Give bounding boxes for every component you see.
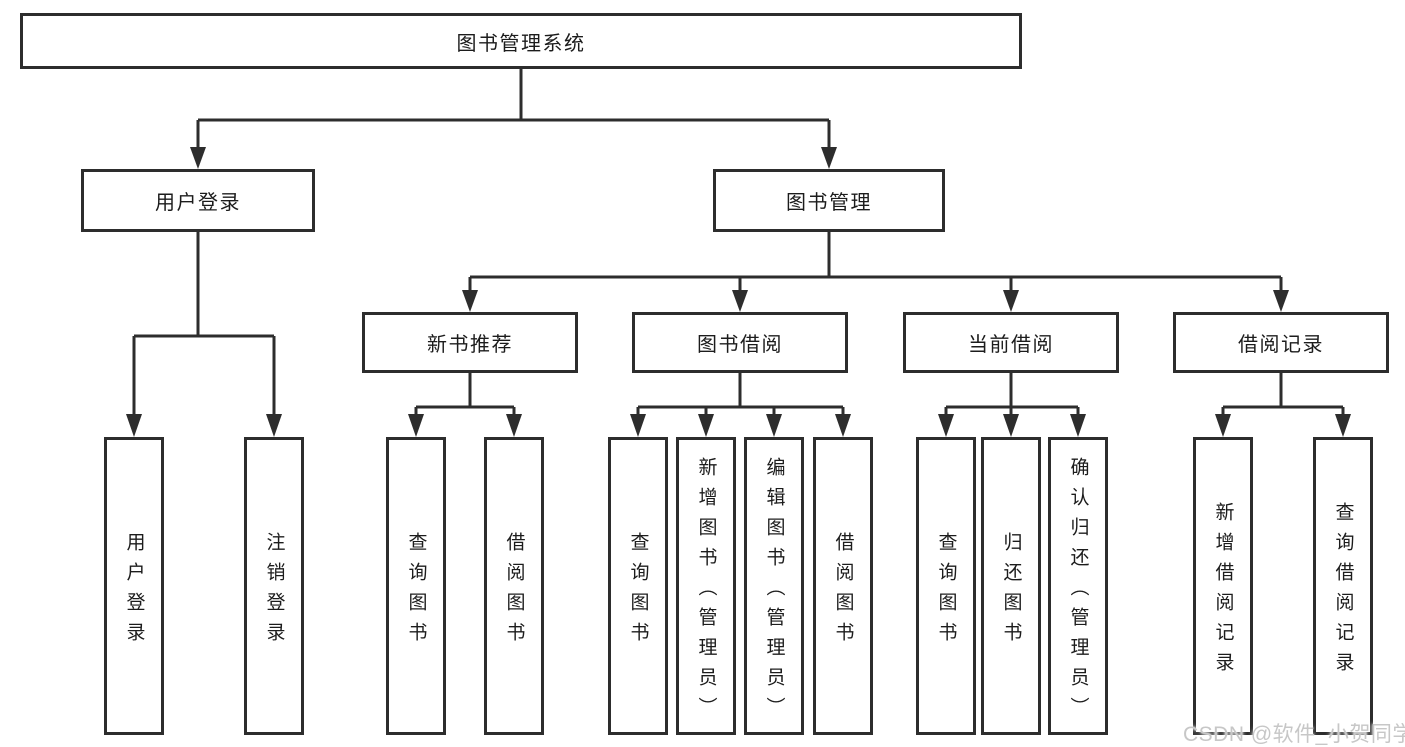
node-new-book-recommend: 新书推荐 <box>362 312 578 373</box>
leaf-user-login: 用户登录 <box>104 437 164 735</box>
leaf-query-books-borrowing: 查询图书 <box>608 437 668 735</box>
leaf-query-books-current: 查询图书 <box>916 437 976 735</box>
node-root: 图书管理系统 <box>20 13 1022 69</box>
leaf-user-login-label: 用户登录 <box>123 531 145 652</box>
node-user-login: 用户登录 <box>81 169 315 232</box>
leaf-query-books-borrowing-label: 查询图书 <box>627 531 649 652</box>
node-book-borrowing-label: 图书借阅 <box>697 334 783 356</box>
leaf-edit-book-admin-label: 编辑图书（管理员） <box>763 456 785 727</box>
leaf-add-borrow-record-label: 新增借阅记录 <box>1212 501 1234 682</box>
node-book-management-label: 图书管理 <box>786 192 872 214</box>
leaf-logout-label: 注销登录 <box>263 531 285 652</box>
connector-user-login <box>126 232 282 437</box>
leaf-query-books-current-label: 查询图书 <box>935 531 957 652</box>
connector-borrowing-records <box>1215 373 1351 437</box>
connector-current-borrowing <box>938 373 1086 437</box>
leaf-query-books-recommend: 查询图书 <box>386 437 446 735</box>
leaf-logout: 注销登录 <box>244 437 304 735</box>
node-book-borrowing: 图书借阅 <box>632 312 848 373</box>
node-current-borrowing-label: 当前借阅 <box>968 334 1054 356</box>
leaf-confirm-return-admin-label: 确认归还（管理员） <box>1067 456 1089 727</box>
leaf-edit-book-admin: 编辑图书（管理员） <box>744 437 804 735</box>
leaf-borrow-books-borrowing: 借阅图书 <box>813 437 873 735</box>
connector-book-borrowing <box>630 373 851 437</box>
leaf-confirm-return-admin: 确认归还（管理员） <box>1048 437 1108 735</box>
leaf-borrow-books-recommend-label: 借阅图书 <box>503 531 525 652</box>
leaf-add-book-admin: 新增图书（管理员） <box>676 437 736 735</box>
leaf-borrow-books-recommend: 借阅图书 <box>484 437 544 735</box>
node-current-borrowing: 当前借阅 <box>903 312 1119 373</box>
connector-new-book-recommend <box>408 373 522 437</box>
leaf-add-book-admin-label: 新增图书（管理员） <box>695 456 717 727</box>
leaf-query-borrow-record: 查询借阅记录 <box>1313 437 1373 735</box>
watermark: CSDN @软件_小贺同学 <box>1183 723 1405 746</box>
node-new-book-recommend-label: 新书推荐 <box>427 334 513 356</box>
leaf-query-books-recommend-label: 查询图书 <box>405 531 427 652</box>
connector-book-management <box>462 232 1289 312</box>
leaf-return-book-label: 归还图书 <box>1000 531 1022 652</box>
node-borrowing-records-label: 借阅记录 <box>1238 334 1324 356</box>
leaf-return-book: 归还图书 <box>981 437 1041 735</box>
node-borrowing-records: 借阅记录 <box>1173 312 1389 373</box>
leaf-query-borrow-record-label: 查询借阅记录 <box>1332 501 1354 682</box>
node-root-label: 图书管理系统 <box>456 32 586 55</box>
connector-root <box>190 69 837 169</box>
leaf-borrow-books-borrowing-label: 借阅图书 <box>832 531 854 652</box>
node-book-management: 图书管理 <box>713 169 945 232</box>
leaf-add-borrow-record: 新增借阅记录 <box>1193 437 1253 735</box>
node-user-login-label: 用户登录 <box>155 192 241 214</box>
